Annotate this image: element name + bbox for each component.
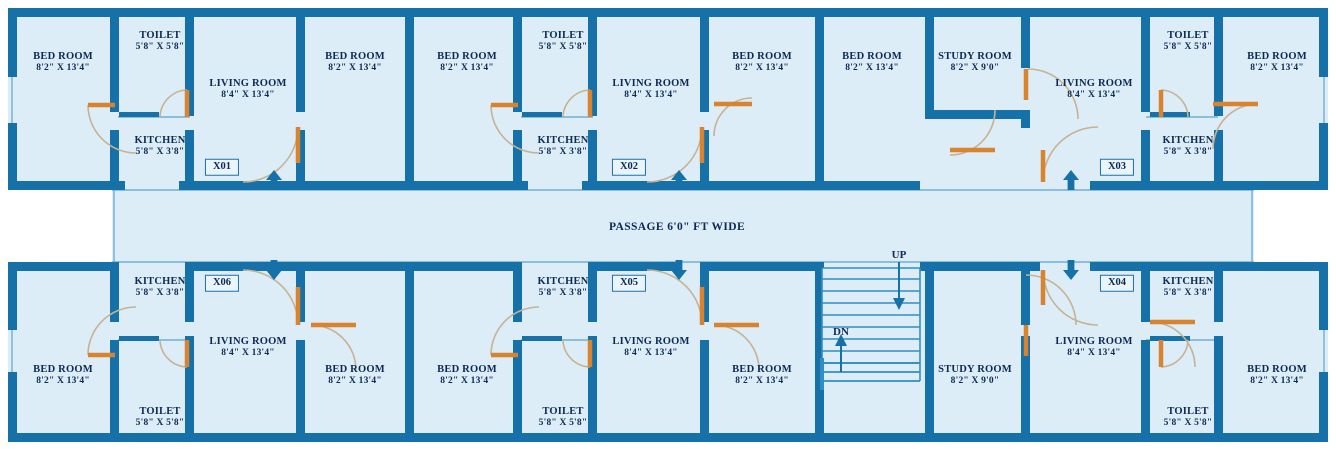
unit-tag-x05[interactable]: X05: [611, 274, 647, 292]
floor-fill-layer: [8, 8, 1328, 442]
doors-layer: [87, 68, 1259, 371]
unit-tag-x04[interactable]: X04: [1099, 274, 1135, 292]
passage-label: PASSAGE 6'0" FT WIDE: [608, 221, 746, 233]
unit-tag-x06[interactable]: X06: [204, 274, 240, 292]
staircase: [820, 262, 921, 390]
stair-up-label: UP: [891, 249, 907, 261]
unit-tag-x02[interactable]: X02: [611, 158, 647, 176]
stair-dn-label: DN: [833, 326, 849, 338]
unit-tag-x01[interactable]: X01: [204, 158, 240, 176]
walls-layer: [8, 8, 1328, 442]
unit-tag-x03[interactable]: X03: [1099, 158, 1135, 176]
